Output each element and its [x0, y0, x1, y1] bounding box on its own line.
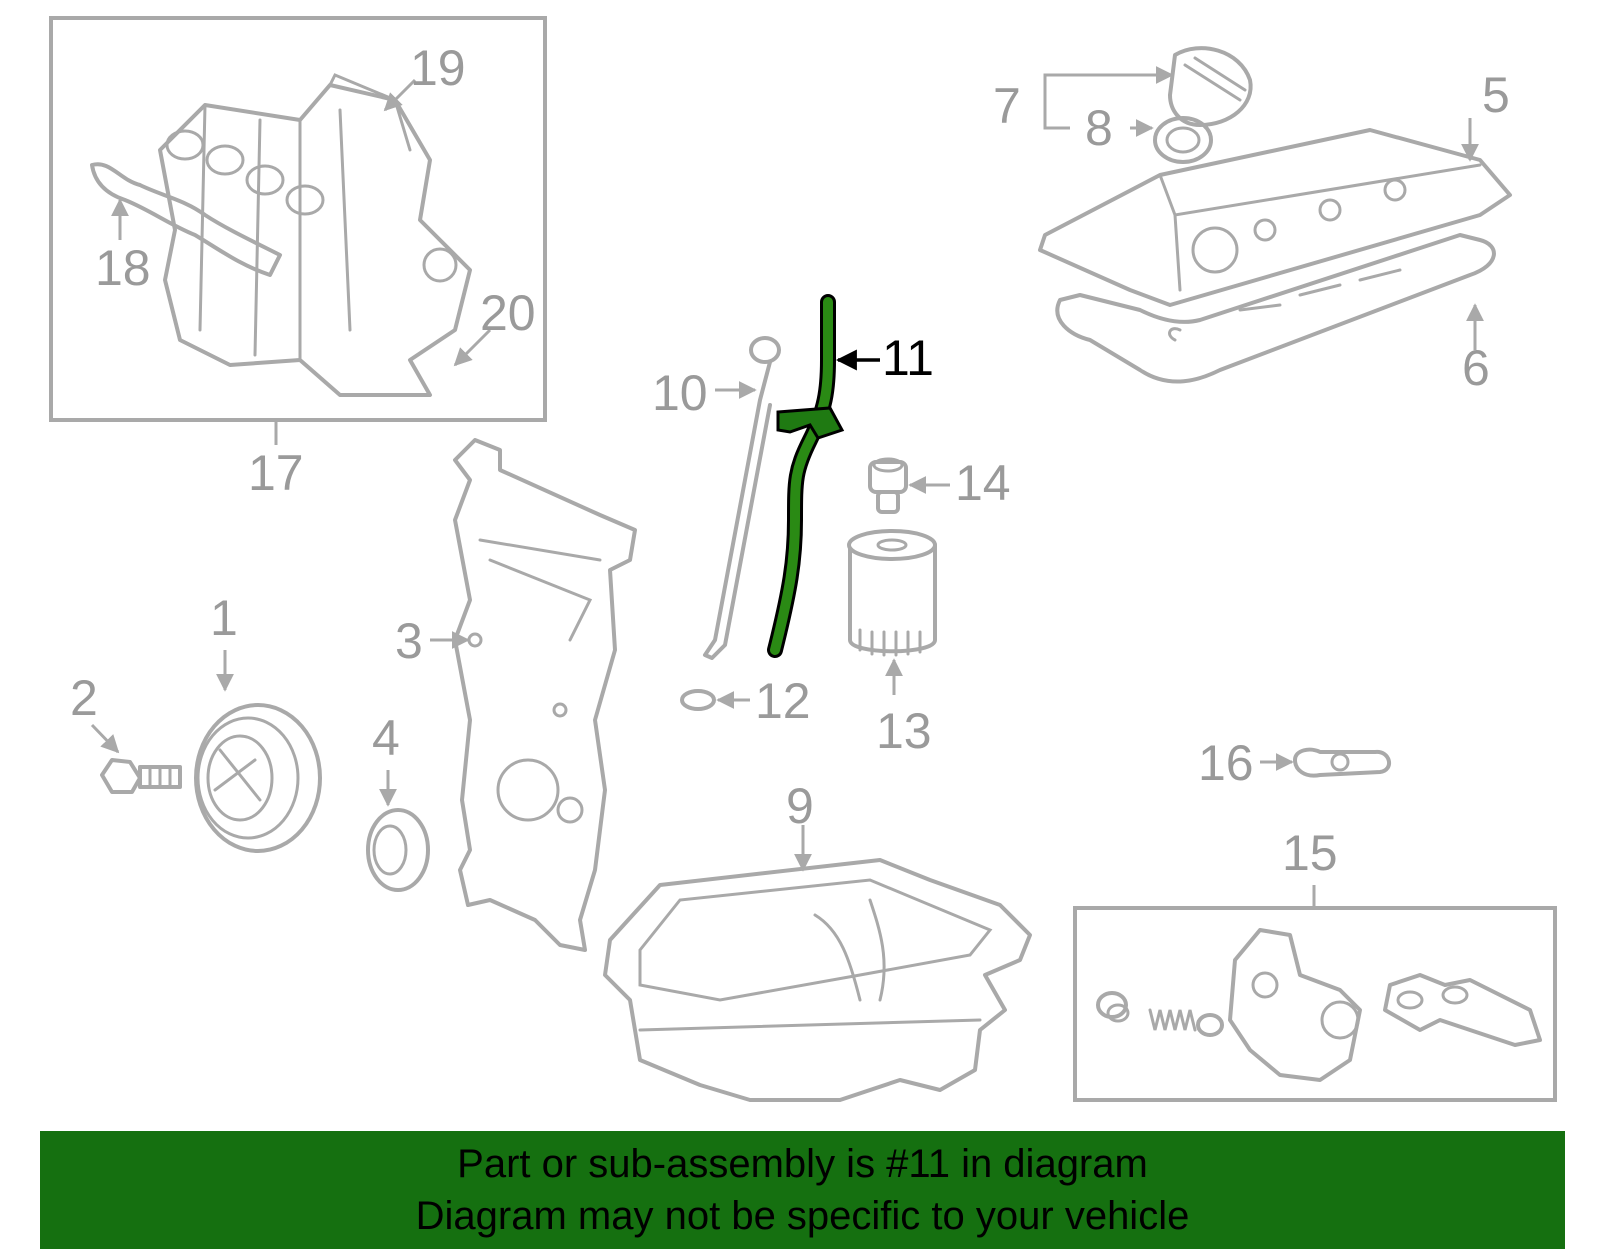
callout-16: 16: [1198, 735, 1254, 791]
callout-13: 13: [876, 703, 932, 759]
callout-6: 6: [1462, 340, 1490, 396]
callout-12: 12: [755, 673, 811, 729]
banner-line-disclaimer: Diagram may not be specific to your vehi…: [415, 1194, 1190, 1238]
callout-8: 8: [1085, 100, 1113, 156]
oil-filler-gasket[interactable]: [1153, 116, 1213, 164]
oil-filler-cap[interactable]: [1168, 46, 1253, 127]
relief-valve-spring[interactable]: [1148, 1008, 1224, 1037]
oil-pump-box: [1073, 906, 1557, 1102]
callout-10: 10: [652, 365, 708, 421]
info-banner: Part or sub-assembly is #11 in diagram D…: [40, 1131, 1565, 1249]
callout-3: 3: [395, 613, 423, 669]
oil-pan[interactable]: [603, 858, 1032, 1102]
callout-15: 15: [1282, 825, 1338, 881]
callout-14: 14: [955, 455, 1011, 511]
callout-11: 11: [882, 330, 934, 386]
callout-19: 19: [410, 40, 466, 96]
oil-filter-union[interactable]: [868, 457, 908, 514]
callout-20: 20: [480, 285, 536, 341]
oil-pump-gasket[interactable]: [1293, 747, 1391, 778]
intake-manifold[interactable]: [158, 73, 472, 397]
oil-strainer[interactable]: [1383, 973, 1542, 1047]
o-ring[interactable]: [680, 689, 716, 711]
banner-line-part: Part or sub-assembly is #11 in diagram: [457, 1142, 1148, 1186]
callout-18: 18: [95, 240, 151, 296]
front-crankshaft-seal[interactable]: [366, 808, 430, 892]
valve-cover[interactable]: [1038, 128, 1512, 307]
oil-dipstick[interactable]: [703, 336, 781, 660]
plug[interactable]: [1096, 991, 1130, 1023]
callout-2: 2: [70, 670, 98, 726]
callout-4: 4: [372, 710, 400, 766]
callout-5: 5: [1482, 67, 1510, 123]
crankshaft-pulley-bolt[interactable]: [100, 758, 182, 794]
callout-7: 7: [993, 78, 1021, 134]
callout-1: 1: [210, 590, 238, 646]
valve-cover-gasket[interactable]: [1055, 233, 1496, 384]
crankshaft-pulley[interactable]: [194, 703, 322, 853]
timing-chain-cover[interactable]: [453, 438, 637, 952]
oil-pump[interactable]: [1228, 928, 1362, 1082]
callout-9: 9: [786, 778, 814, 834]
oil-filter[interactable]: [847, 529, 937, 657]
callout-17: 17: [248, 445, 304, 501]
dipstick-tube[interactable]: [767, 294, 845, 658]
intake-manifold-box: [49, 16, 547, 422]
